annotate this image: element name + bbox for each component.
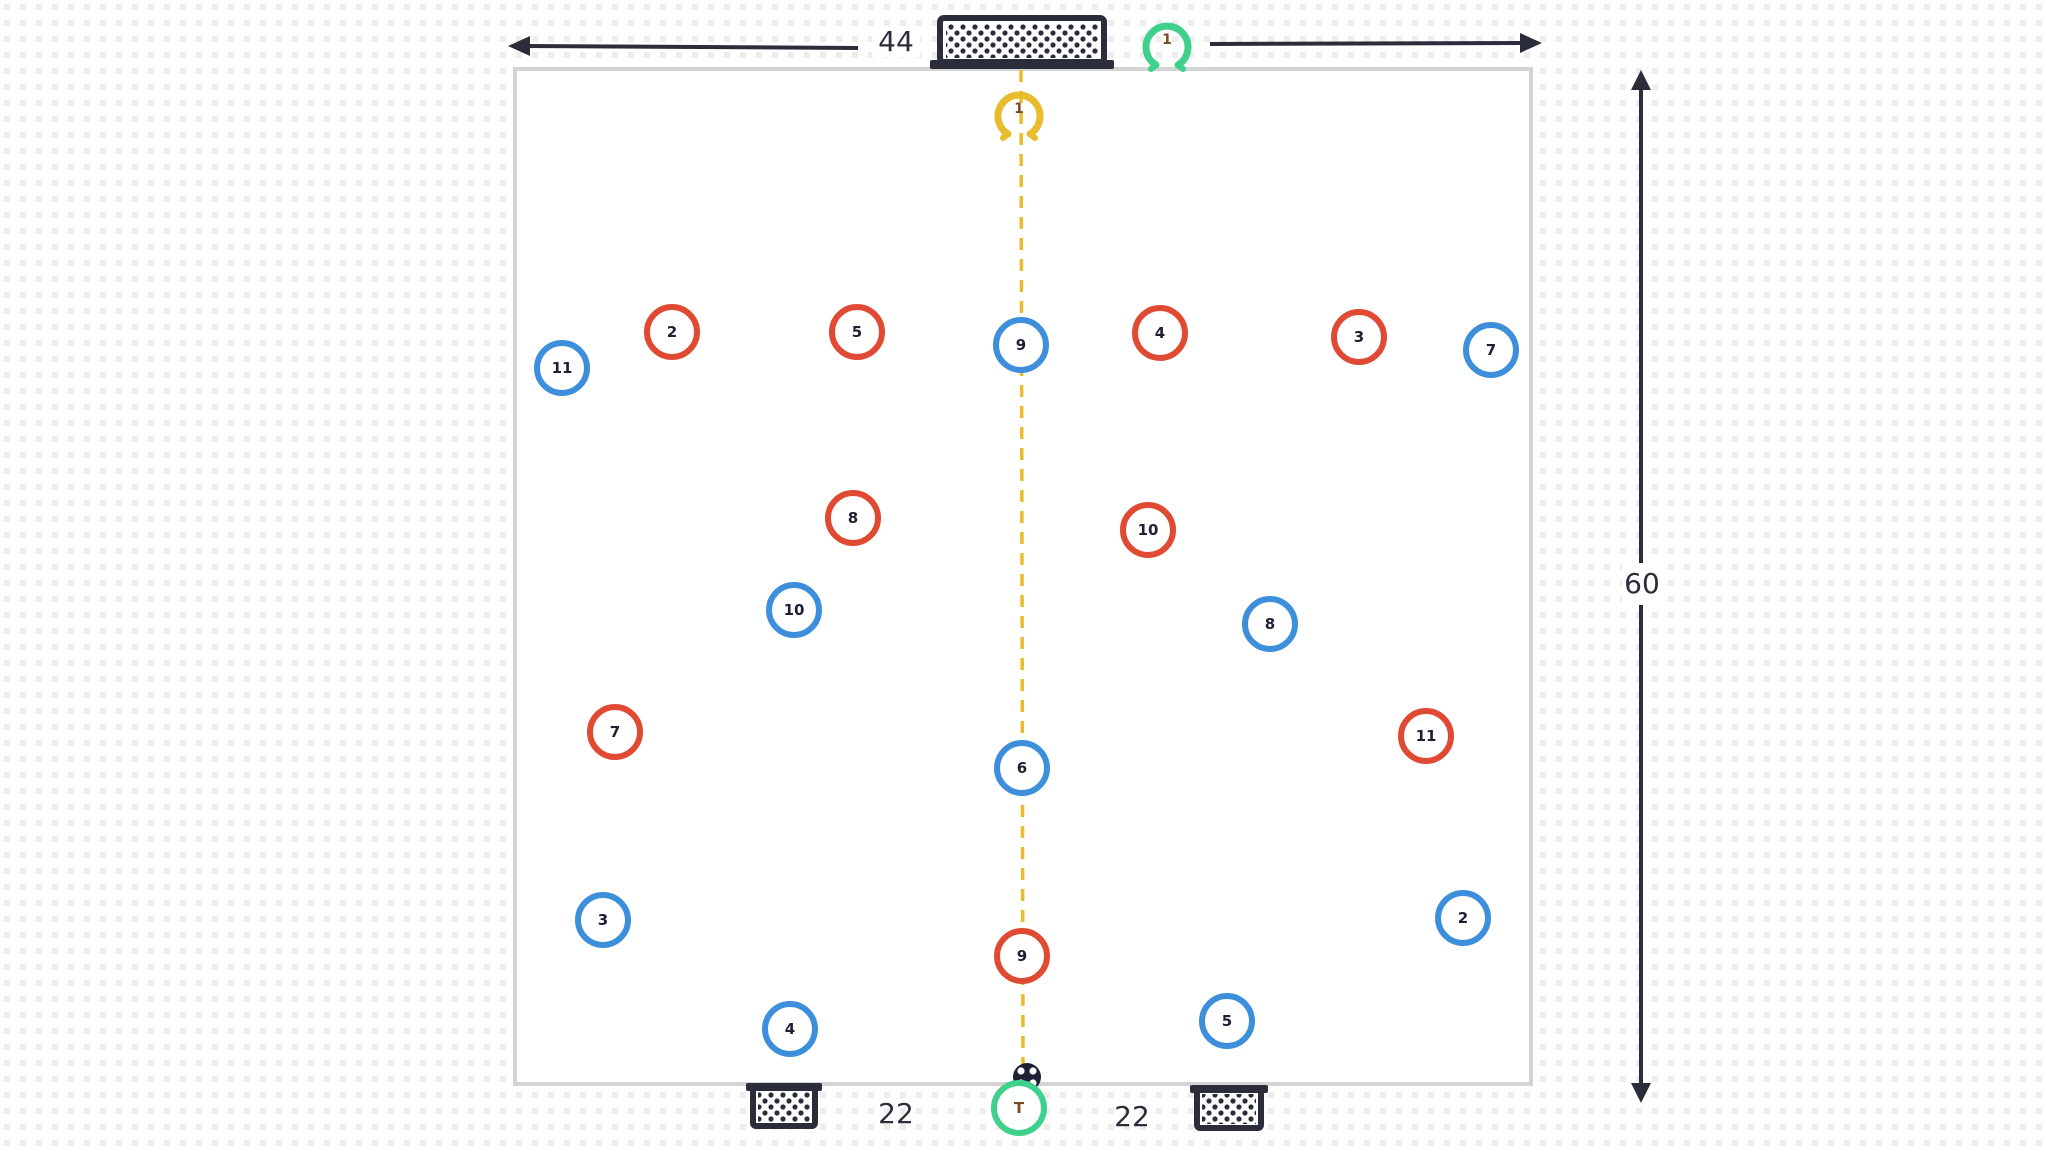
blue-player-11[interactable]: 11: [534, 340, 590, 396]
goalkeeper-green[interactable]: 1: [1139, 18, 1195, 74]
red-player-2[interactable]: 2: [644, 304, 700, 360]
red-player-8[interactable]: 8: [825, 490, 881, 546]
blue-player-4[interactable]: 4: [762, 1001, 818, 1057]
coach-marker[interactable]: T: [991, 1080, 1047, 1136]
width-arrow-left: [508, 36, 859, 56]
bottom-left-dimension-label: 22: [878, 1097, 914, 1130]
goalkeeper-ring-icon: [1142, 22, 1192, 72]
red-player-9[interactable]: 9: [994, 928, 1050, 984]
blue-player-10[interactable]: 10: [766, 582, 822, 638]
blue-player-3[interactable]: 3: [575, 892, 631, 948]
blue-player-5[interactable]: 5: [1199, 993, 1255, 1049]
blue-player-2[interactable]: 2: [1435, 890, 1491, 946]
bottom-left-goal-icon: [746, 1083, 822, 1129]
top-goal-icon: [930, 15, 1114, 69]
length-dimension-label: 60: [1622, 563, 1662, 605]
blue-player-7[interactable]: 7: [1463, 322, 1519, 378]
bottom-right-goal-icon: [1190, 1085, 1268, 1131]
goalkeeper-ring-icon: [994, 91, 1044, 141]
run-line: [1019, 69, 1025, 1069]
goalkeeper-yellow[interactable]: 1: [991, 87, 1047, 143]
red-player-10[interactable]: 10: [1120, 502, 1176, 558]
red-player-7[interactable]: 7: [587, 704, 643, 760]
bottom-right-dimension-label: 22: [1114, 1100, 1150, 1133]
red-player-5[interactable]: 5: [829, 304, 885, 360]
goalkeeper-label: 1: [1162, 32, 1172, 48]
blue-player-6[interactable]: 6: [994, 740, 1050, 796]
goalkeeper-label: 1: [1014, 101, 1024, 117]
width-arrow-right: [1209, 33, 1542, 53]
blue-player-9[interactable]: 9: [993, 317, 1049, 373]
width-dimension-label: 44: [872, 27, 920, 57]
red-player-11[interactable]: 11: [1398, 708, 1454, 764]
blue-player-8[interactable]: 8: [1242, 596, 1298, 652]
red-player-4[interactable]: 4: [1132, 305, 1188, 361]
red-player-3[interactable]: 3: [1331, 309, 1387, 365]
